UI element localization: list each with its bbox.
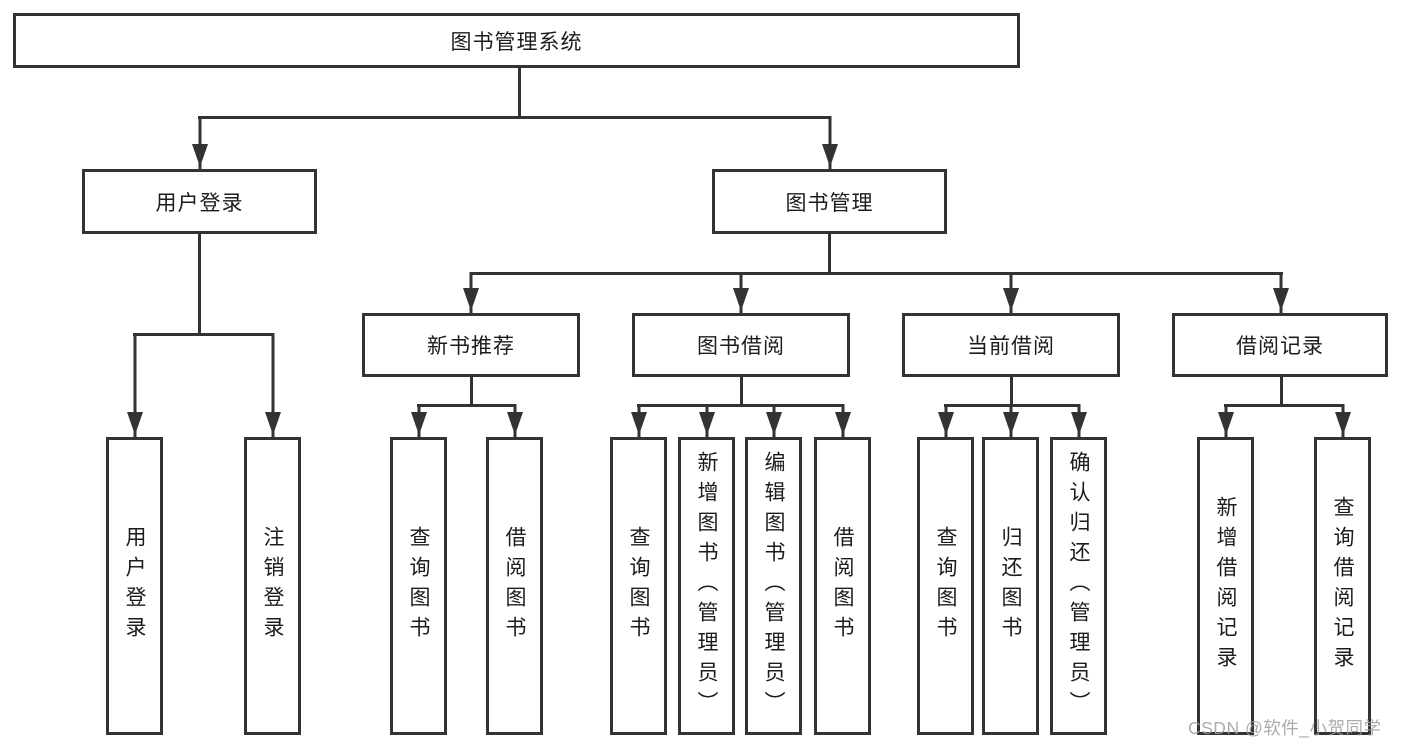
connector-vline-new-book-recommend [469,377,473,407]
connector-vline-book-management [828,233,831,275]
leaf-query-books-current-label: 查询图书 [934,526,957,646]
leaf-add-book-admin-label: 新增图书（管理员） [695,451,718,721]
leaf-borrow-books-borrow: 借阅图书 [814,437,871,735]
connector-hline-borrow-records [1224,404,1344,407]
leaf-query-borrow-record-label: 查询借阅记录 [1331,496,1354,676]
node-root: 图书管理系统 [13,13,1020,68]
node-borrow-records-label: 借阅记录 [1236,335,1324,358]
leaf-logout: 注销登录 [244,437,301,735]
connector-arrow-to-new-book-recommend [462,272,480,313]
connector-arrow-leaf [937,404,955,437]
node-book-management-label: 图书管理 [785,191,874,215]
node-user-login-label: 用户登录 [155,191,244,215]
connector-hline-book-management [470,272,1283,275]
connector-arrow-leaf [1217,404,1235,437]
connector-hline-root [198,116,831,119]
node-book-borrow-label: 图书借阅 [697,335,785,358]
connector-arrow-leaf [698,404,716,437]
connector-arrow-to-user-login [191,116,209,169]
node-user-login: 用户登录 [82,169,317,234]
connector-arrow-to-book-borrow [732,272,750,313]
leaf-query-books-recommend: 查询图书 [390,437,447,735]
connector-hline-book-borrow [637,404,844,407]
connector-vline-book-borrow [739,377,743,407]
connector-arrow-to-borrow-records [1272,272,1290,313]
node-current-borrow: 当前借阅 [902,313,1120,377]
connector-arrow-to-current-borrow [1002,272,1020,313]
leaf-confirm-return-admin-label: 确认归还（管理员） [1067,451,1090,721]
connector-arrow-leaf [410,404,428,437]
node-new-book-recommend-label: 新书推荐 [427,335,515,358]
leaf-edit-book-admin: 编辑图书（管理员） [745,437,802,735]
leaf-borrow-books-borrow-label: 借阅图书 [831,526,854,646]
connector-vline-user-login [198,233,201,336]
connector-arrow-to-book-management [821,116,839,169]
leaf-return-book: 归还图书 [982,437,1039,735]
node-book-borrow: 图书借阅 [632,313,850,377]
leaf-query-books-borrow: 查询图书 [610,437,667,735]
connector-hline-current-borrow [944,404,1080,407]
connector-arrow-leaf [1334,404,1352,437]
node-root-label: 图书管理系统 [450,30,583,54]
leaf-query-books-borrow-label: 查询图书 [627,526,650,646]
leaf-confirm-return-admin: 确认归还（管理员） [1050,437,1107,735]
connector-arrow-leaf [765,404,783,437]
node-current-borrow-label: 当前借阅 [967,335,1055,358]
leaf-query-books-recommend-label: 查询图书 [407,526,430,646]
watermark: CSDN @软件_小贺同学 [1188,718,1382,738]
connector-arrow-leaf [834,404,852,437]
leaf-user-login: 用户登录 [106,437,163,735]
connector-hline-user-login [133,333,274,336]
leaf-return-book-label: 归还图书 [999,526,1022,646]
leaf-add-borrow-record-label: 新增借阅记录 [1214,496,1237,676]
leaf-add-book-admin: 新增图书（管理员） [678,437,735,735]
connector-arrow-leaf [1070,404,1088,437]
connector-arrow-to-leaf-logout [264,333,282,437]
connector-vline-current-borrow [1009,377,1013,407]
node-new-book-recommend: 新书推荐 [362,313,580,377]
node-borrow-records: 借阅记录 [1172,313,1388,377]
connector-hline-new-book-recommend [417,404,516,407]
connector-vline-root [518,66,521,119]
leaf-borrow-books-recommend: 借阅图书 [486,437,543,735]
connector-arrow-leaf [630,404,648,437]
leaf-logout-label: 注销登录 [261,526,284,646]
leaf-add-borrow-record: 新增借阅记录 [1197,437,1254,735]
leaf-query-borrow-record: 查询借阅记录 [1314,437,1371,735]
leaf-query-books-current: 查询图书 [917,437,974,735]
leaf-borrow-books-recommend-label: 借阅图书 [503,526,526,646]
connector-arrow-leaf [1002,404,1020,437]
connector-arrow-to-leaf-user-login [126,333,144,437]
leaf-edit-book-admin-label: 编辑图书（管理员） [762,451,785,721]
connector-vline-borrow-records [1279,377,1283,407]
node-book-management: 图书管理 [712,169,947,234]
connector-arrow-leaf [506,404,524,437]
leaf-user-login-label: 用户登录 [123,526,146,646]
